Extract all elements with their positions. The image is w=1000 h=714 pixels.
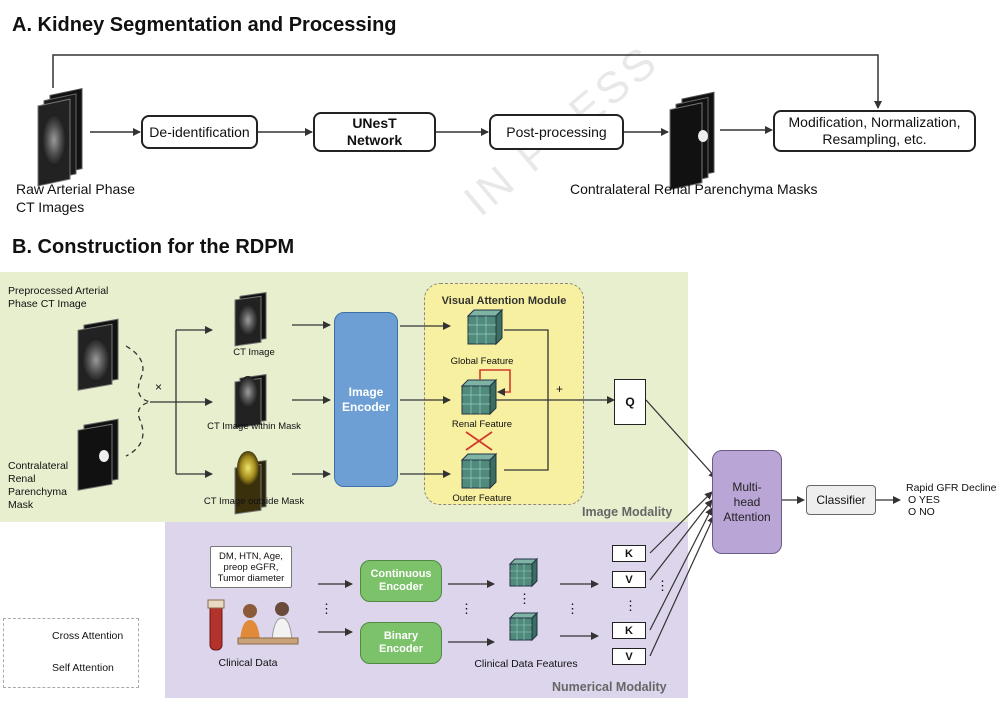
- ct-outside-mask-label: CT Image outside Mask: [203, 496, 305, 507]
- contralateral-mask-image: [77, 418, 119, 491]
- raw-ct-label: Raw Arterial Phase CT Images: [16, 181, 136, 215]
- outcome-yes: O YES: [908, 494, 940, 506]
- renal-feature-label: Renal Feature: [451, 419, 513, 430]
- masks-label: Contralateral Renal Parenchyma Masks: [570, 181, 818, 197]
- dots-arrows: ⋮: [566, 601, 579, 616]
- legend-self-label: Self Attention: [52, 662, 114, 674]
- ct-within-mask-label: CT Image within Mask: [207, 421, 301, 432]
- dots-encoders: ⋮: [460, 601, 473, 616]
- continuous-encoder: Continuous Encoder: [360, 560, 442, 602]
- post-processing-box: Post-processing: [489, 114, 624, 150]
- q-token: Q: [614, 379, 646, 425]
- dots-kv: ⋮: [624, 598, 637, 613]
- clinical-variables-box: DM, HTN, Age, preop eGFR, Tumor diameter: [210, 546, 292, 588]
- classifier-box: Classifier: [806, 485, 876, 515]
- dots-features: ⋮: [518, 591, 531, 606]
- outer-feature-cube: [460, 452, 498, 490]
- ct-within-mask-thumbnail: [234, 374, 267, 429]
- clinical-features-label: Clinical Data Features: [474, 658, 578, 670]
- modification-box: Modification, Normalization, Resampling,…: [773, 110, 976, 152]
- ct-image-label: CT Image: [233, 347, 275, 358]
- deidentification-box: De-identification: [141, 115, 258, 149]
- global-feature-cube: [466, 308, 504, 346]
- vam-title: Visual Attention Module: [441, 295, 567, 307]
- section-a-title: A. Kidney Segmentation and Processing: [12, 14, 397, 36]
- unest-network-box: UNesT Network: [313, 112, 436, 152]
- image-encoder: Image Encoder: [334, 312, 398, 487]
- raw-ct-stack-image: [37, 87, 83, 187]
- k-token-2: K: [612, 622, 646, 639]
- self-attention-loop: [479, 369, 511, 396]
- binary-feature-cube: [508, 611, 539, 642]
- numerical-modality-label: Numerical Modality: [552, 680, 667, 694]
- outcome-no: O NO: [908, 506, 935, 518]
- renal-feature-cube: [460, 378, 498, 416]
- mask-stack-image: [669, 91, 715, 191]
- v-token-1: V: [612, 571, 646, 588]
- binary-encoder: Binary Encoder: [360, 622, 442, 664]
- global-feature-label: Global Feature: [450, 356, 514, 367]
- multiply-sign: ×: [155, 380, 163, 394]
- outcome-title: Rapid GFR Decline: [906, 482, 997, 494]
- outer-feature-label: Outer Feature: [452, 493, 512, 504]
- k-token-1: K: [612, 545, 646, 562]
- plus-sign: +: [556, 382, 564, 396]
- contralateral-mask-label: Contralateral Renal Parenchyma Mask: [8, 460, 69, 511]
- cross-attention-mark: [465, 431, 493, 451]
- section-b-title: B. Construction for the RDPM: [12, 236, 295, 258]
- legend-box: [3, 618, 139, 688]
- clinical-data-label: Clinical Data: [218, 657, 278, 669]
- ct-image-thumbnail: [234, 292, 267, 347]
- ct-outside-mask-thumbnail: [234, 451, 267, 515]
- dots-clinical: ⋮: [320, 601, 333, 616]
- legend-cross-label: Cross Attention: [52, 630, 124, 642]
- doctor-patient-icon: [237, 602, 299, 645]
- dots-kv-right: ⋮: [656, 578, 669, 593]
- preprocessed-ct-image: [77, 318, 119, 391]
- v-token-2: V: [612, 648, 646, 665]
- preprocessed-ct-label: Preprocessed Arterial Phase CT Image: [8, 285, 109, 310]
- multi-head-attention: Multi- head Attention: [712, 450, 782, 554]
- blood-sample-icon: [207, 599, 225, 651]
- image-modality-label: Image Modality: [582, 505, 673, 519]
- continuous-feature-cube: [508, 557, 539, 588]
